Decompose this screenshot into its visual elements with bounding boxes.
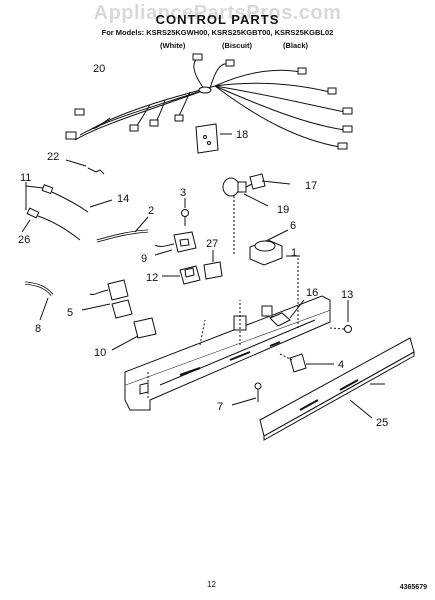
tube-8[interactable] xyxy=(24,281,54,321)
callout-7: 7 xyxy=(217,401,223,413)
switch-12[interactable] xyxy=(162,265,201,285)
switch-9[interactable] xyxy=(154,231,197,256)
callout-17: 17 xyxy=(305,180,317,192)
callout-1: 1 xyxy=(291,247,297,259)
screw-13[interactable] xyxy=(329,300,352,333)
diagram-title: CONTROL PARTS xyxy=(155,12,280,27)
callout-14: 14 xyxy=(117,193,129,205)
callout-12: 12 xyxy=(146,272,158,284)
callout-27: 27 xyxy=(206,238,218,250)
callout-9: 9 xyxy=(141,253,147,265)
callout-10: 10 xyxy=(94,347,106,359)
tube-2[interactable] xyxy=(96,216,149,243)
callout-2: 2 xyxy=(148,205,154,217)
cover-25[interactable] xyxy=(259,337,415,441)
knob-16[interactable] xyxy=(269,299,305,327)
callout-11: 11 xyxy=(20,172,31,184)
callout-26: 26 xyxy=(18,234,30,246)
model-list: For Models: KSRS25KGWH00, KSRS25KGBT00, … xyxy=(101,28,334,37)
socket-19[interactable] xyxy=(233,173,291,255)
watermark: AppliancePartsPros.com xyxy=(93,2,342,24)
bulb-17[interactable] xyxy=(222,177,255,197)
page-number: 12 xyxy=(207,580,216,589)
bracket-18[interactable] xyxy=(195,123,232,154)
callout-20: 20 xyxy=(93,63,105,75)
switch-5[interactable] xyxy=(81,279,133,319)
callout-5: 5 xyxy=(67,307,73,319)
screw-7[interactable] xyxy=(231,382,262,406)
callout-13: 13 xyxy=(341,289,353,301)
color-biscuit: (Biscuit) xyxy=(222,41,252,50)
bracket-4[interactable] xyxy=(279,353,334,373)
clip-22[interactable] xyxy=(65,159,105,175)
callout-19: 19 xyxy=(277,204,289,216)
screw-3[interactable] xyxy=(181,198,189,226)
label-27[interactable] xyxy=(203,250,223,280)
sensor-14[interactable] xyxy=(41,184,113,213)
callout-6: 6 xyxy=(290,220,296,232)
thermostat-6[interactable] xyxy=(249,229,289,266)
callout-3: 3 xyxy=(180,187,186,199)
color-black: (Black) xyxy=(283,41,309,50)
sensor-11-leader xyxy=(25,182,44,210)
color-white: (White) xyxy=(160,41,186,50)
wire-harness[interactable] xyxy=(65,53,353,150)
callout-18: 18 xyxy=(236,129,248,141)
part-code: 4365679 xyxy=(399,584,427,591)
label-10[interactable] xyxy=(111,317,157,351)
header: CONTROL PARTS For Models: KSRS25KGWH00, … xyxy=(0,12,435,37)
callout-8: 8 xyxy=(35,323,41,335)
sensor-26[interactable] xyxy=(21,207,81,241)
callout-25: 25 xyxy=(376,417,388,429)
callout-4: 4 xyxy=(338,359,344,371)
callout-22: 22 xyxy=(47,151,59,163)
callout-16: 16 xyxy=(306,287,318,299)
